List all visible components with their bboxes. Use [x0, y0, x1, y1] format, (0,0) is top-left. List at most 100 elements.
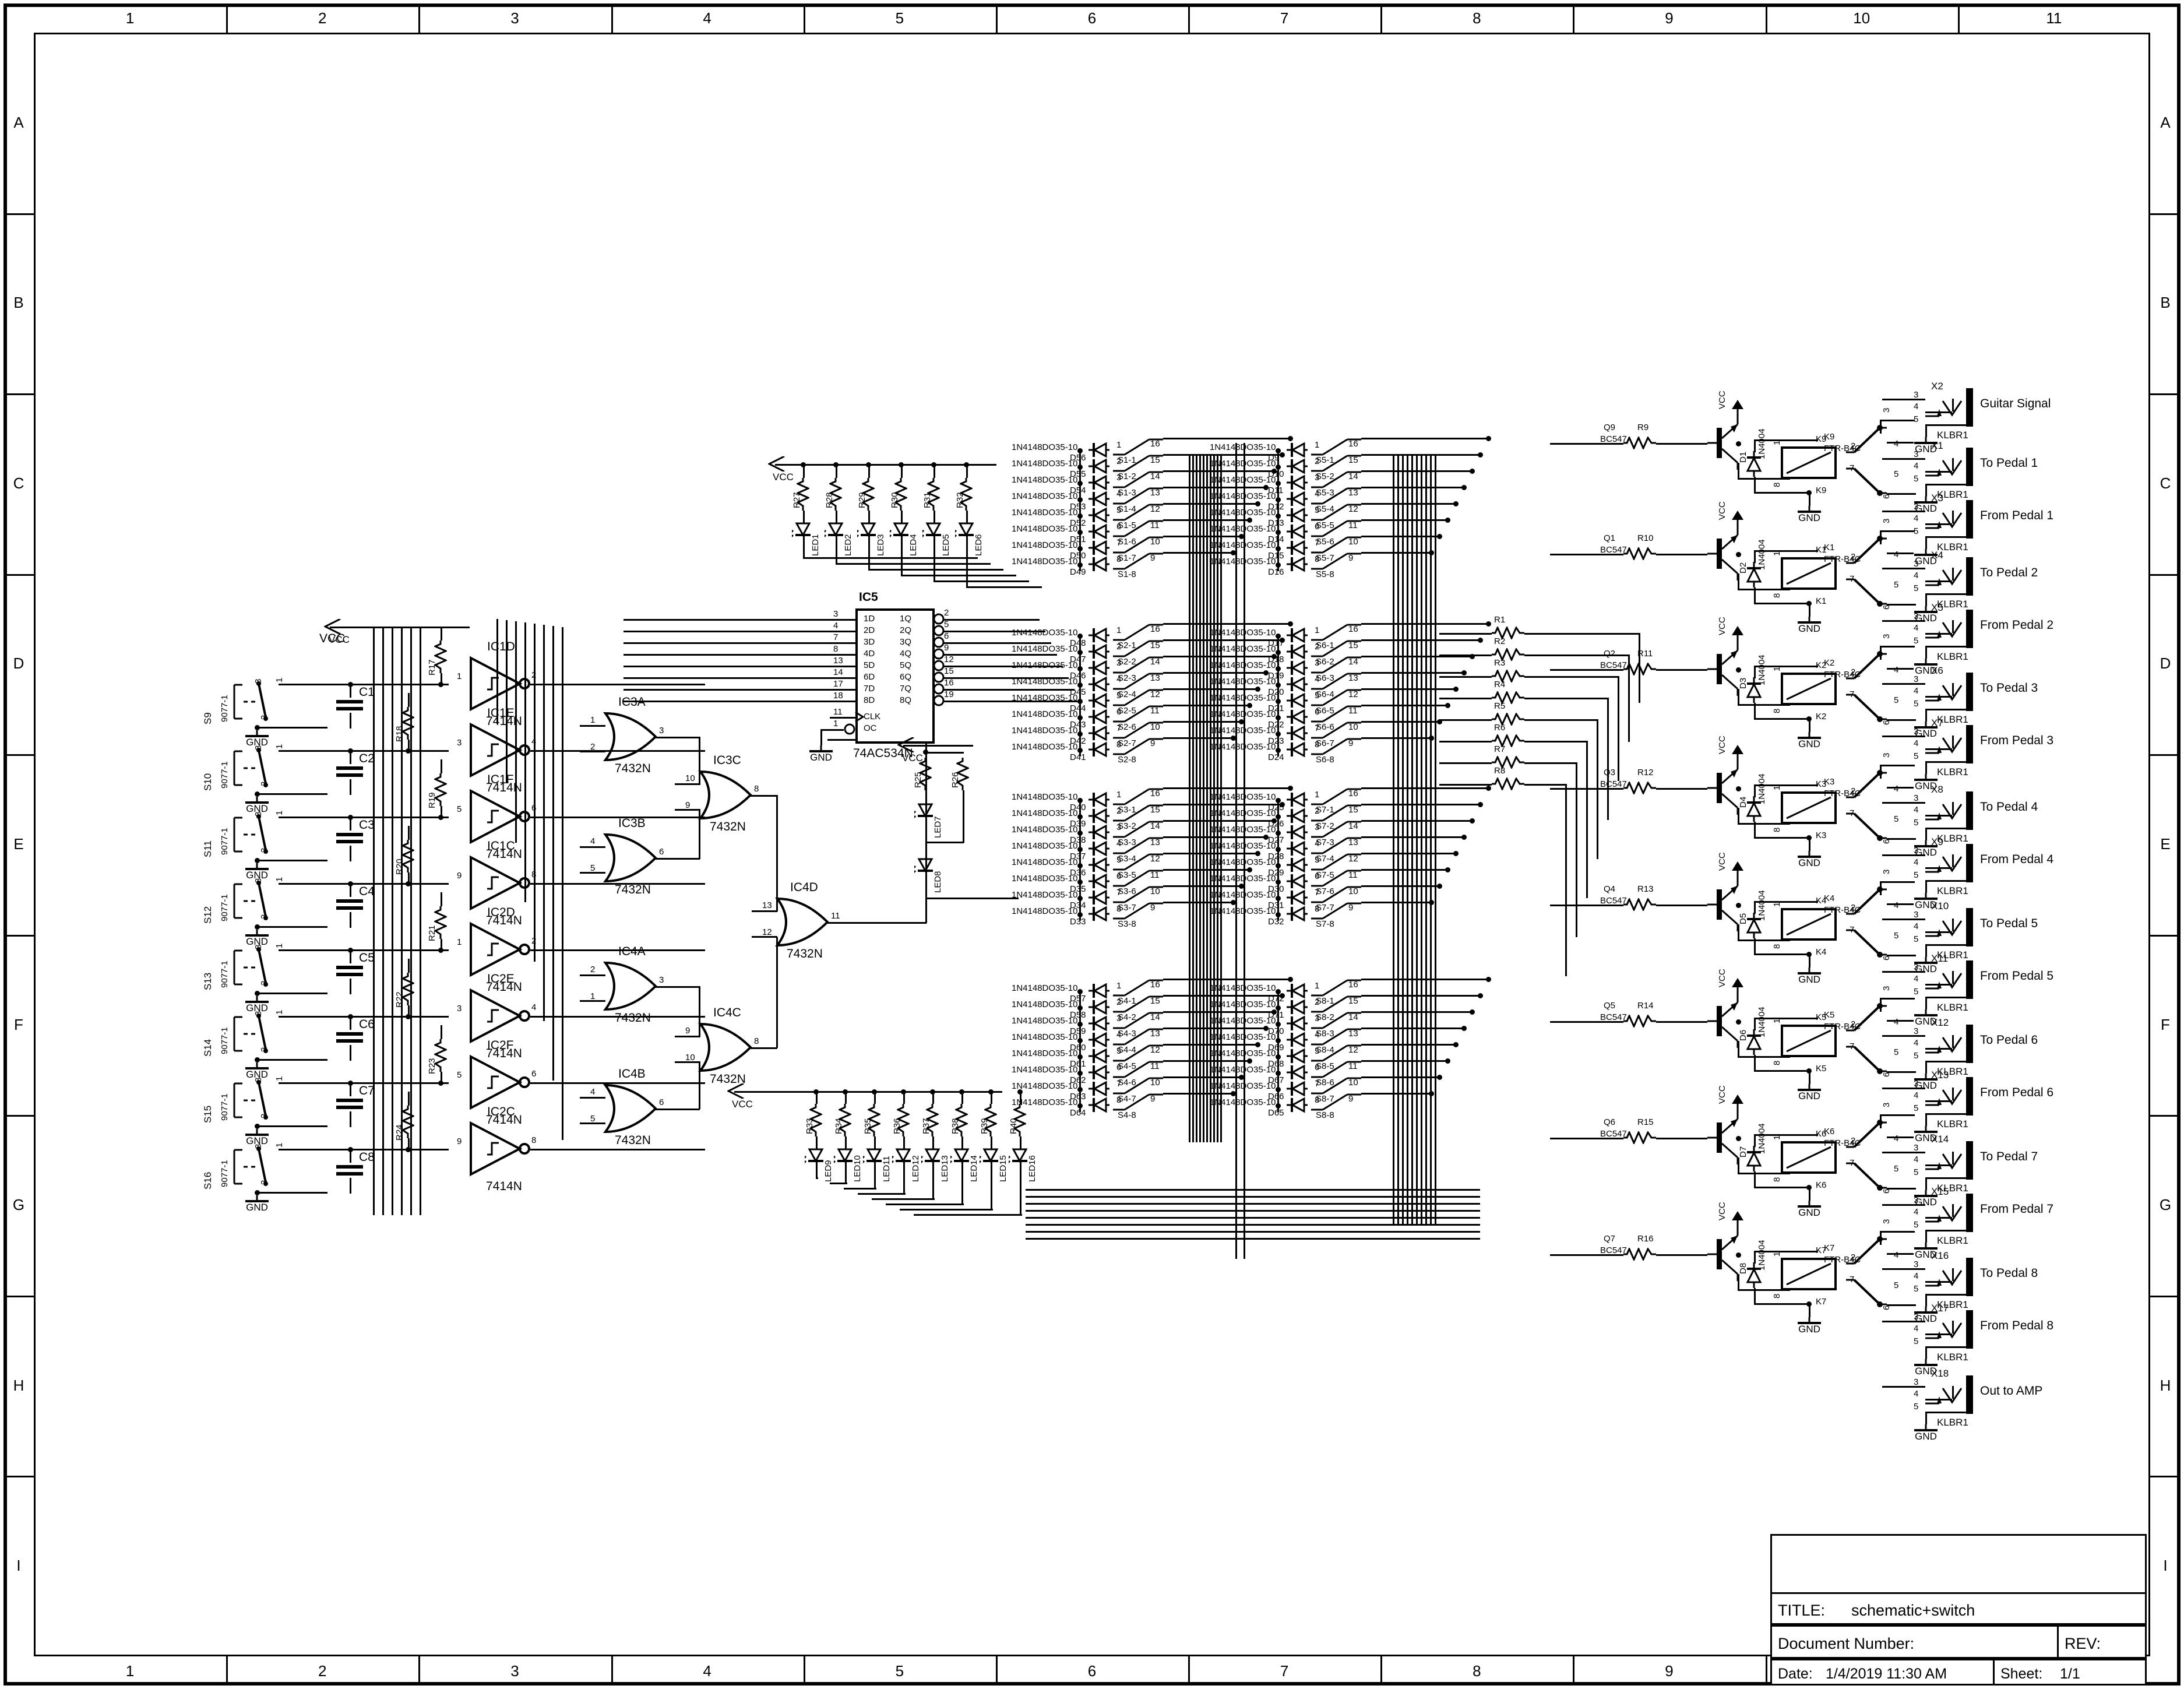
dip-switch-S4-5[interactable] [1113, 1042, 1163, 1062]
switch-S12[interactable] [233, 876, 272, 932]
dip-switch-S3-2[interactable] [1113, 802, 1163, 822]
dip-switch-S3-1[interactable] [1113, 786, 1163, 805]
dip-switch-S7-5[interactable] [1311, 851, 1361, 871]
dip-switch-S5-2[interactable] [1311, 452, 1361, 472]
dip-switch-S1-3[interactable] [1113, 469, 1163, 488]
dip-pin-left-S8-2: 2 [1315, 997, 1320, 1007]
dip-switch-S2-6[interactable] [1113, 703, 1163, 723]
dip-switch-S7-8[interactable] [1311, 900, 1361, 920]
dip-switch-S8-1[interactable] [1311, 977, 1361, 997]
jack-body-X15[interactable] [1966, 1194, 1973, 1232]
dip-switch-S5-5[interactable] [1311, 501, 1361, 521]
dip-switch-S2-2[interactable] [1113, 638, 1163, 657]
dip-switch-S2-7[interactable] [1113, 719, 1163, 739]
jack-body-X16[interactable] [1966, 1258, 1973, 1296]
dip-switch-S1-5[interactable] [1113, 501, 1163, 521]
switch-S15[interactable] [233, 1075, 272, 1131]
dip-switch-S4-2[interactable] [1113, 993, 1163, 1013]
dip-switch-S1-6[interactable] [1113, 518, 1163, 537]
dip-switch-S2-8[interactable] [1113, 736, 1163, 755]
dip-switch-S3-8[interactable] [1113, 900, 1163, 920]
dip-switch-S7-6[interactable] [1311, 867, 1361, 887]
dip-switch-S4-1[interactable] [1113, 977, 1163, 997]
jack-body-X14[interactable] [1966, 1141, 1973, 1180]
dip-switch-S1-1[interactable] [1113, 436, 1163, 456]
switch-S10[interactable] [233, 743, 272, 799]
dip-switch-S6-3[interactable] [1311, 654, 1361, 674]
dip-switch-S4-3[interactable] [1113, 1009, 1163, 1029]
switch-S14[interactable] [233, 1009, 272, 1065]
dip-switch-S2-3[interactable] [1113, 654, 1163, 674]
dip-switch-S5-4[interactable] [1311, 485, 1361, 505]
dip-switch-S5-6[interactable] [1311, 518, 1361, 537]
dip-switch-S6-1[interactable] [1311, 621, 1361, 641]
dip-switch-S8-3[interactable] [1311, 1009, 1361, 1029]
dip-switch-S2-5[interactable] [1113, 687, 1163, 706]
switch-S11[interactable] [233, 810, 272, 865]
dip-switch-S6-6[interactable] [1311, 703, 1361, 723]
jack-body-X13[interactable] [1966, 1077, 1973, 1116]
dip-switch-S6-2[interactable] [1311, 638, 1361, 657]
dip-switch-S6-5[interactable] [1311, 687, 1361, 706]
dip-switch-S6-4[interactable] [1311, 670, 1361, 690]
wire-base-res-out-R8 [1524, 784, 1565, 786]
dip-switch-S7-2[interactable] [1311, 802, 1361, 822]
dip-switch-S5-8[interactable] [1311, 550, 1361, 570]
dip-switch-S7-4[interactable] [1311, 835, 1361, 854]
dip-switch-S5-3[interactable] [1311, 469, 1361, 488]
dip-switch-S8-6[interactable] [1311, 1058, 1361, 1078]
dip-switch-S1-8[interactable] [1113, 550, 1163, 570]
zone-label-col-bottom-1: 1 [125, 1662, 135, 1680]
dip-switch-S3-3[interactable] [1113, 818, 1163, 838]
dip-switch-S3-5[interactable] [1113, 851, 1163, 871]
jack-body-X7[interactable] [1966, 725, 1973, 763]
dip-switch-S1-4[interactable] [1113, 485, 1163, 505]
dip-switch-S8-4[interactable] [1311, 1026, 1361, 1046]
jack-body-X8[interactable] [1966, 791, 1973, 830]
switch-S16[interactable] [233, 1142, 272, 1198]
switch-S13[interactable] [233, 942, 272, 998]
dip-switch-S4-7[interactable] [1113, 1075, 1163, 1095]
jack-body-X6[interactable] [1966, 673, 1973, 711]
or-gate-pin-in2-IC4B: 5 [590, 1114, 596, 1124]
dip-switch-S2-4[interactable] [1113, 670, 1163, 690]
dip-switch-S5-1[interactable] [1311, 436, 1361, 456]
dip-switch-S1-2[interactable] [1113, 452, 1163, 472]
jack-body-X4[interactable] [1966, 557, 1973, 596]
jack-body-X3[interactable] [1966, 500, 1973, 539]
dip-switch-S3-6[interactable] [1113, 867, 1163, 887]
jack-body-X9[interactable] [1966, 844, 1973, 882]
dip-switch-S4-4[interactable] [1113, 1026, 1163, 1046]
dip-switch-S4-6[interactable] [1113, 1058, 1163, 1078]
or-gate-pin-in2-IC3B: 5 [590, 863, 596, 873]
dip-switch-S6-8[interactable] [1311, 736, 1361, 755]
dip-switch-S6-7[interactable] [1311, 719, 1361, 739]
dip-switch-S7-7[interactable] [1311, 884, 1361, 903]
jack-body-X12[interactable] [1966, 1025, 1973, 1063]
jack-ref-X3: X3 [1931, 492, 1943, 504]
diode-D51 [1089, 523, 1109, 540]
dip-switch-S8-7[interactable] [1311, 1075, 1361, 1095]
dip-switch-S3-7[interactable] [1113, 884, 1163, 903]
switch-S9[interactable] [233, 677, 272, 733]
dip-switch-S3-4[interactable] [1113, 835, 1163, 854]
diode-D61 [1089, 1047, 1109, 1065]
dip-switch-S8-5[interactable] [1311, 1042, 1361, 1062]
dip-switch-S1-7[interactable] [1113, 534, 1163, 554]
jack-body-X17[interactable] [1966, 1310, 1973, 1349]
jack-body-X11[interactable] [1966, 960, 1973, 999]
jack-body-X1[interactable] [1966, 448, 1973, 486]
dip-switch-S2-1[interactable] [1113, 621, 1163, 641]
dip-switch-S7-1[interactable] [1311, 786, 1361, 805]
jack-body-X10[interactable] [1966, 908, 1973, 946]
dip-switch-S8-2[interactable] [1311, 993, 1361, 1013]
dip-switch-S4-8[interactable] [1113, 1091, 1163, 1111]
dip-switch-S7-3[interactable] [1311, 818, 1361, 838]
jack-body-X2[interactable] [1966, 388, 1973, 427]
register-output-label-5Q: 5Q [900, 660, 912, 670]
dip-switch-S5-7[interactable] [1311, 534, 1361, 554]
dip-switch-S8-8[interactable] [1311, 1091, 1361, 1111]
diode-ref-D58: D58 [1070, 1010, 1086, 1020]
jack-body-X18[interactable] [1966, 1375, 1973, 1414]
jack-body-X5[interactable] [1966, 610, 1973, 648]
